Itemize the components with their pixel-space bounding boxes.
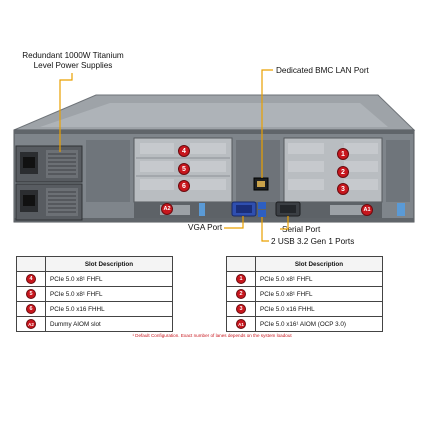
footnote: ¹ Default Configuration. Exact number of… (132, 333, 292, 338)
table-row: A1 PCIe 5.0 x16¹ AIOM (OCP 3.0) (226, 316, 383, 332)
slot-desc: PCIe 5.0 x8¹ FHFL (45, 286, 173, 302)
table-row: 4 PCIe 5.0 x8¹ FHFL (16, 271, 173, 287)
vent-holes-left (86, 140, 130, 202)
table-row: 6 PCIe 5.0 x16 FHHL (16, 301, 173, 317)
slot-badge-a1: A1 (361, 204, 373, 216)
slot-badge-1: 1 (337, 148, 349, 160)
psu-callout-line2: Level Power Supplies (33, 61, 113, 70)
slot-desc: PCIe 5.0 x8¹ FHFL (45, 271, 173, 287)
slot-desc: PCIe 5.0 x16 FHHL (255, 301, 383, 317)
table-row: 3 PCIe 5.0 x16 FHHL (226, 301, 383, 317)
slot-desc: PCIe 5.0 x8¹ FHFL (255, 271, 383, 287)
serial-callout-line (280, 216, 289, 230)
psu-callout-line (59, 73, 73, 152)
serial-callout-label: Serial Port (282, 225, 321, 234)
usb-callout-label: 2 USB 3.2 Gen 1 Ports (271, 237, 355, 246)
pcie-slot-vents-right (288, 143, 378, 190)
slot-badge-3: 3 (236, 304, 246, 314)
vent-holes-right (386, 140, 410, 202)
slot-badge-1: 1 (236, 274, 246, 284)
table-row: 2 PCIe 5.0 x8¹ FHFL (226, 286, 383, 302)
chassis-top-cover-panel (40, 103, 388, 127)
slot-badge-5: 5 (26, 289, 36, 299)
slot-badge-2: 2 (236, 289, 246, 299)
slot-desc: PCIe 5.0 x16¹ AIOM (OCP 3.0) (255, 316, 383, 332)
slot-badge-3: 3 (337, 183, 349, 195)
uid-button-icon (199, 203, 205, 216)
slot-table-right-header: Slot Description (255, 256, 383, 272)
power-supply-bottom (15, 183, 83, 221)
table-row: 1 PCIe 5.0 x8¹ FHFL (226, 271, 383, 287)
slot-badge-6: 6 (178, 180, 190, 192)
slot-badge-2: 2 (337, 166, 349, 178)
bmc-callout-line (261, 69, 273, 178)
psu-callout-line1: Redundant 1000W Titanium (22, 51, 124, 60)
pcie-slot-covers-left (136, 157, 230, 177)
usb-callout-line (261, 217, 269, 242)
slot-badge-a2: A2 (26, 319, 36, 329)
slot-badge-5: 5 (178, 163, 190, 175)
psu-callout-label: Redundant 1000W Titanium Level Power Sup… (18, 51, 128, 71)
slot-desc: Dummy AIOM slot (45, 316, 173, 332)
aiom-slot-a1 (330, 205, 364, 215)
slot-desc: PCIe 5.0 x16 FHHL (45, 301, 173, 317)
slot-badge-6: 6 (26, 304, 36, 314)
aiom-slot-a2 (160, 205, 190, 215)
slot-table-left-corner (16, 256, 46, 272)
slot-badge-a1: A1 (236, 319, 246, 329)
vga-callout-label: VGA Port (188, 223, 223, 232)
slot-table-right-corner (226, 256, 256, 272)
table-row: 5 PCIe 5.0 x8¹ FHFL (16, 286, 173, 302)
power-supply-top (15, 145, 83, 183)
rear-button-icon (397, 203, 405, 216)
slot-badge-a2: A2 (161, 203, 173, 215)
pcie-slot-vents-left (140, 143, 226, 190)
table-row: A2 Dummy AIOM slot (16, 316, 173, 332)
slot-badge-4: 4 (178, 145, 190, 157)
slot-table-left-header: Slot Description (45, 256, 173, 272)
center-vent-area (236, 140, 280, 202)
usb-port-2-icon (258, 210, 266, 217)
bmc-callout-label: Dedicated BMC LAN Port (276, 66, 369, 75)
usb-port-1-icon (258, 202, 266, 209)
slot-badge-4: 4 (26, 274, 36, 284)
vga-callout-line (224, 216, 244, 229)
slot-desc: PCIe 5.0 x8¹ FHFL (255, 286, 383, 302)
